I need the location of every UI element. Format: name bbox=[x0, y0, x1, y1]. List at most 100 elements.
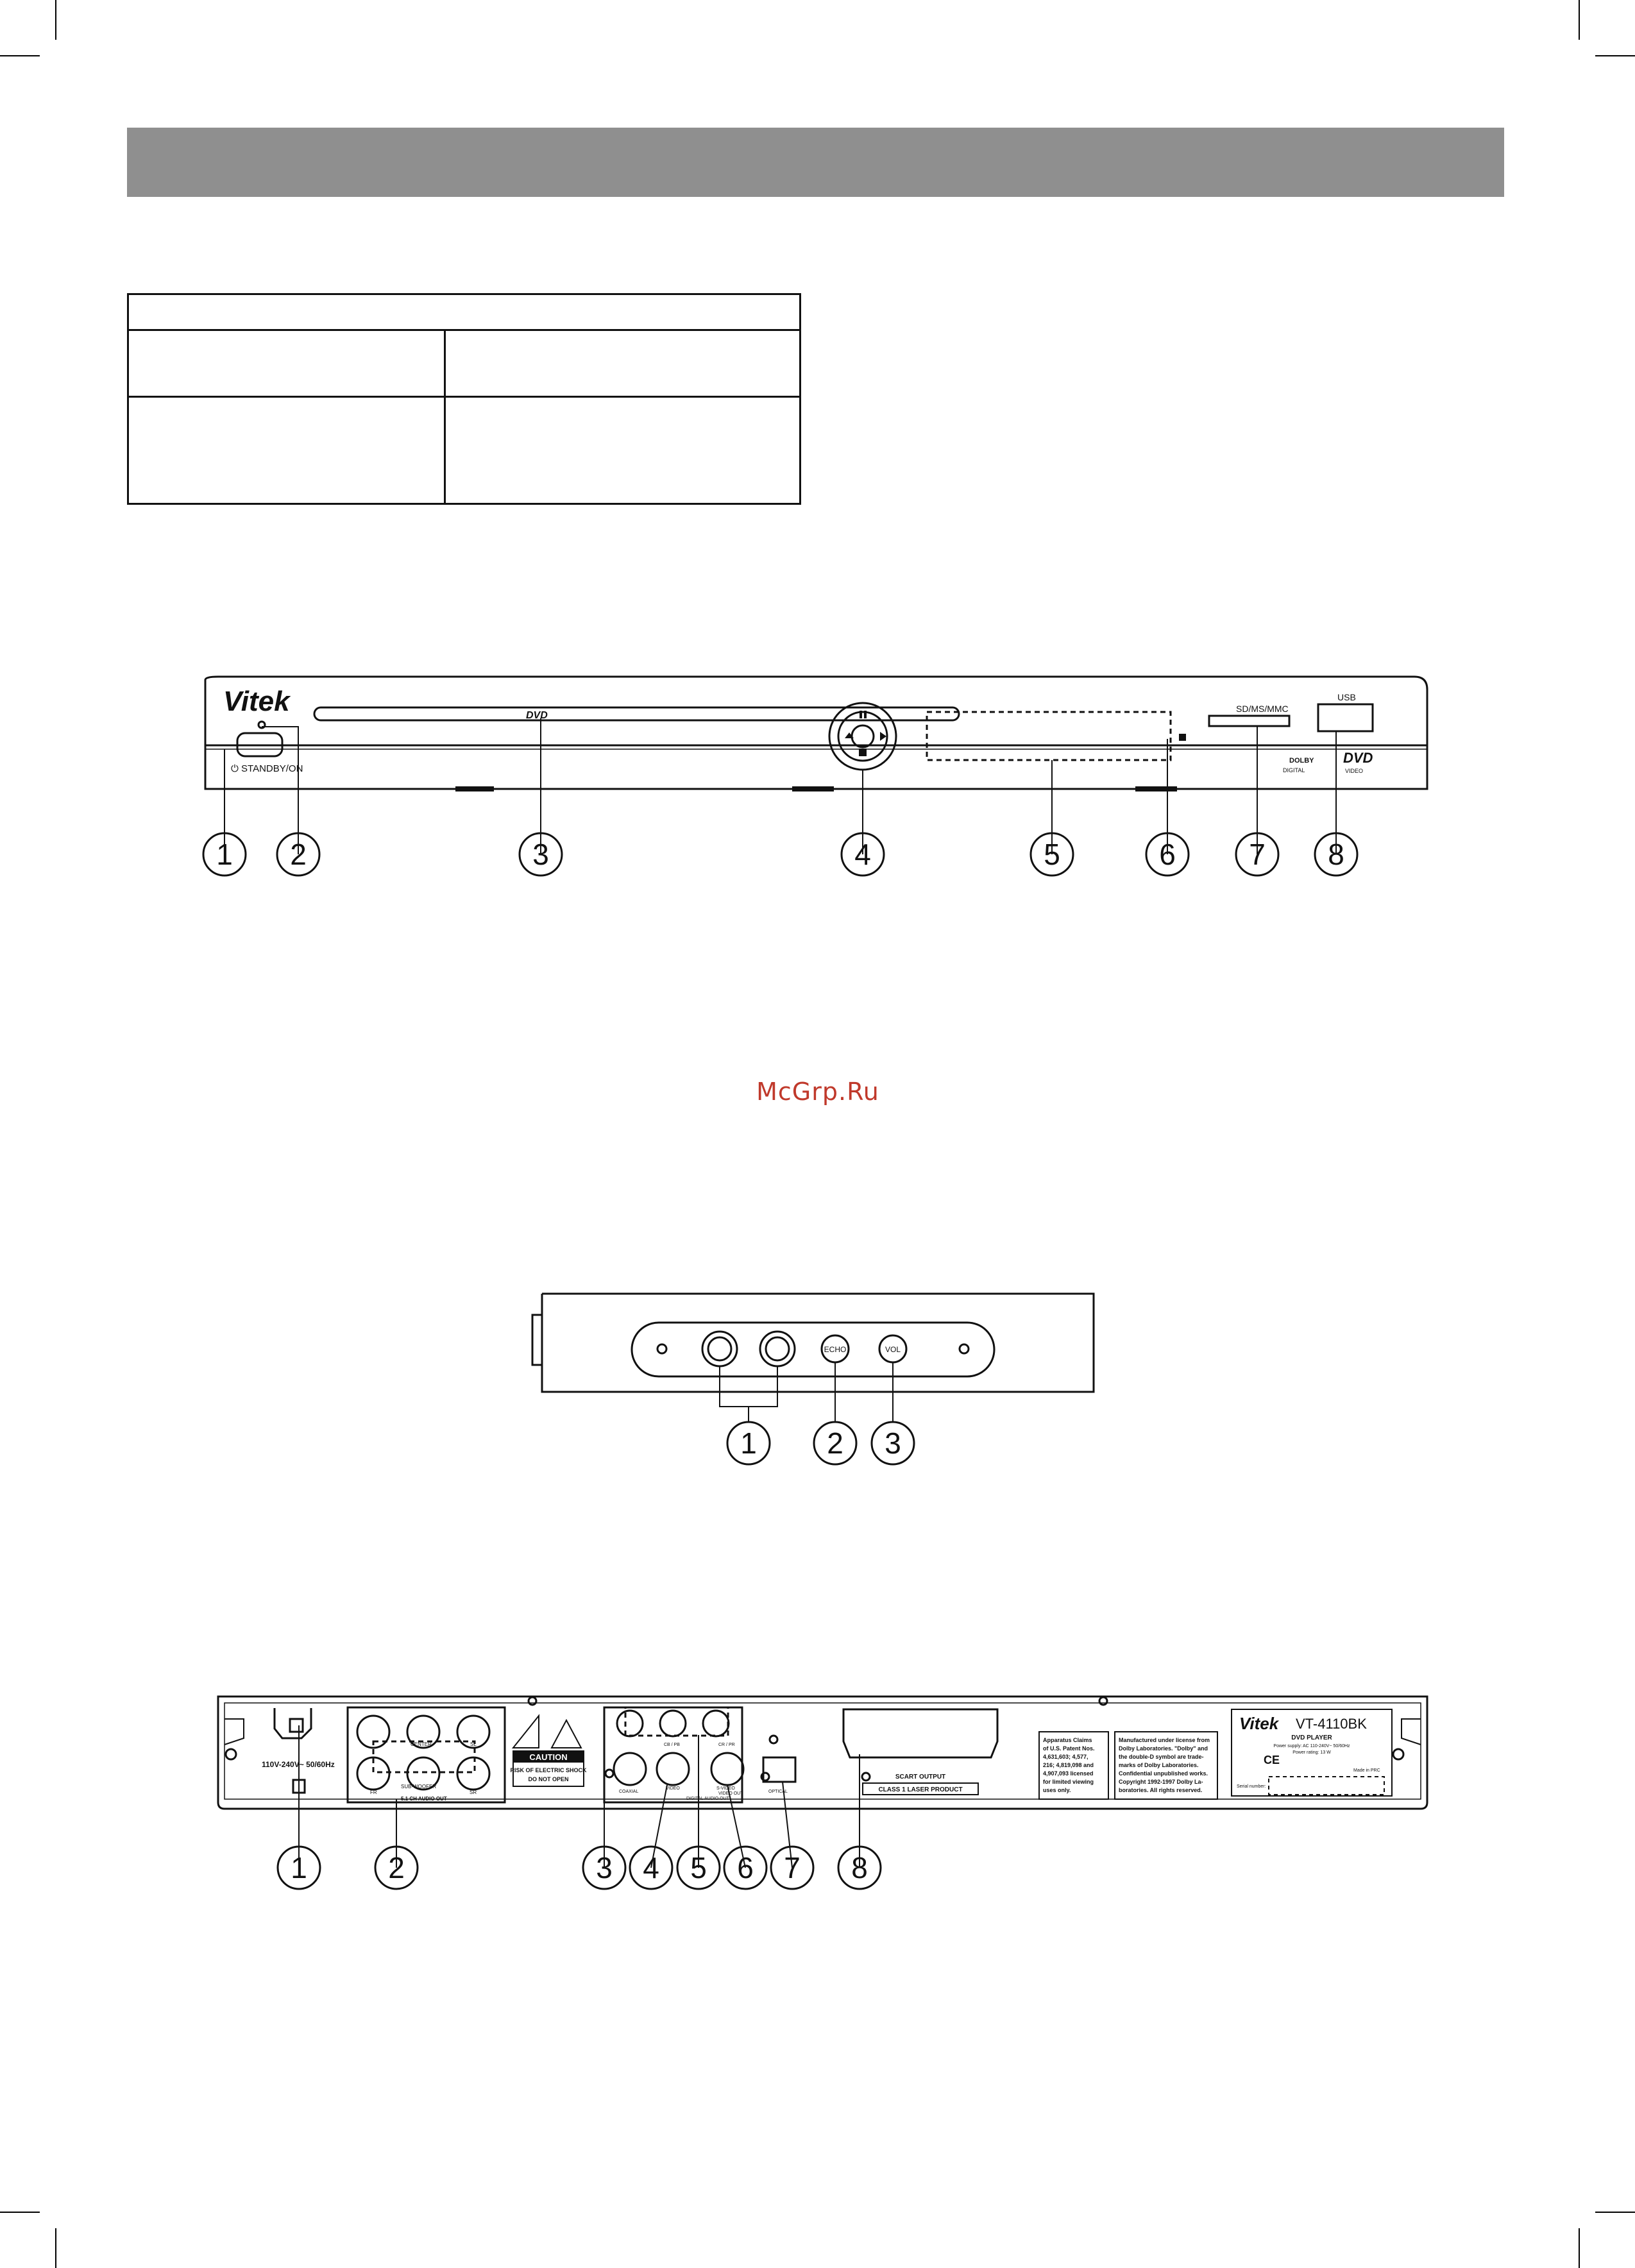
fr-label: FR bbox=[370, 1790, 377, 1795]
serial-label: Serial number: bbox=[1237, 1784, 1266, 1789]
dolby-text-line: Confidential unpublished works. bbox=[1119, 1770, 1208, 1777]
dolby-text-line: marks of Dolby Laboratories. bbox=[1119, 1762, 1199, 1768]
dolby-logo: DOLBY bbox=[1289, 757, 1314, 765]
dolby-text-line: Dolby Laboratories. "Dolby" and bbox=[1119, 1745, 1208, 1752]
callout-number: 4 bbox=[854, 838, 871, 871]
subwoofer-label: SUB-WOOFER bbox=[401, 1784, 436, 1790]
spec-table-cell bbox=[127, 396, 446, 505]
spec-table-cell bbox=[444, 329, 801, 398]
video-jack[interactable] bbox=[656, 1752, 690, 1786]
rear-brand-logo: Vitek bbox=[1239, 1714, 1280, 1733]
scart-label: SCART OUTPUT bbox=[895, 1773, 945, 1781]
rear-panel-body bbox=[217, 1695, 1428, 1810]
spec-table-header-cell bbox=[127, 293, 801, 331]
callout-number: 7 bbox=[1249, 838, 1266, 871]
callout-number: 4 bbox=[643, 1851, 659, 1884]
spec-table bbox=[127, 293, 801, 505]
digital-audio-out-label: DIGITAL AUDIO OUT bbox=[686, 1797, 730, 1801]
dvd-video-sub: VIDEO bbox=[1345, 768, 1363, 774]
sr-label: SR bbox=[470, 1790, 477, 1795]
callout-number: 8 bbox=[1328, 838, 1344, 871]
sl-label: SL bbox=[470, 1741, 477, 1747]
tray-dvd-label: DVD bbox=[526, 710, 548, 721]
echo-label: ECHO bbox=[824, 1345, 847, 1354]
card-slot[interactable] bbox=[1208, 715, 1291, 727]
standby-label: ⏻ STANDBY/ON bbox=[231, 763, 303, 774]
callout-number: 6 bbox=[1159, 838, 1176, 871]
patent-text-line: 4,631,603; 4,577, bbox=[1043, 1754, 1089, 1760]
dolby-text-line: Manufactured under license from bbox=[1119, 1737, 1210, 1743]
usb-label: USB bbox=[1337, 692, 1356, 702]
pause-icon bbox=[860, 711, 862, 718]
callout-number: 8 bbox=[851, 1851, 868, 1884]
watermark: McGrp.Ru bbox=[756, 1078, 879, 1106]
patent-text-line: 216; 4,819,098 and bbox=[1043, 1762, 1094, 1768]
crop-mark bbox=[0, 55, 40, 56]
display-window bbox=[926, 711, 1172, 761]
product-label: DVD PLAYER bbox=[1291, 1734, 1332, 1741]
patent-text-line: of U.S. Patent Nos. bbox=[1043, 1745, 1095, 1752]
callout-number: 3 bbox=[532, 838, 549, 871]
crop-mark bbox=[1579, 2228, 1580, 2268]
callout-number: 3 bbox=[596, 1851, 613, 1884]
spec-table-cell bbox=[127, 329, 446, 398]
svideo-jack[interactable] bbox=[710, 1752, 745, 1786]
coaxial-label: COAXIAL bbox=[619, 1790, 638, 1794]
power-button[interactable] bbox=[236, 732, 284, 757]
vol-label: VOL bbox=[885, 1345, 901, 1354]
crop-mark bbox=[1595, 55, 1635, 56]
rear-panel-diagram: 110V-240V~ 50/60Hz CENTER SL FR SUB-WOOF… bbox=[217, 1695, 1428, 1890]
center-label: CENTER bbox=[411, 1741, 432, 1747]
section-header-bar bbox=[127, 128, 1504, 197]
dolby-text-line: the double-D symbol are trade- bbox=[1119, 1754, 1204, 1760]
crop-mark bbox=[55, 0, 56, 40]
usb-port[interactable] bbox=[1317, 703, 1374, 732]
disc-tray bbox=[313, 706, 960, 722]
callout-number: 1 bbox=[740, 1426, 757, 1460]
patent-text-line: Apparatus Claims bbox=[1043, 1737, 1092, 1743]
caution-line1: RISK OF ELECTRIC SHOCK bbox=[510, 1767, 587, 1773]
audio-out-label: 5.1 CH AUDIO OUT bbox=[401, 1796, 447, 1802]
callout-number: 3 bbox=[885, 1426, 901, 1460]
crop-mark bbox=[55, 2228, 56, 2268]
patent-text-line: 4,907,093 licensed bbox=[1043, 1770, 1094, 1777]
callout-number: 5 bbox=[1044, 838, 1060, 871]
ce-mark: CE bbox=[1264, 1754, 1280, 1766]
callout-number: 2 bbox=[290, 838, 307, 871]
crop-mark bbox=[1595, 2212, 1635, 2213]
spec-table-cell bbox=[444, 396, 801, 505]
optical-port[interactable] bbox=[762, 1756, 797, 1783]
callout-number: 7 bbox=[784, 1851, 801, 1884]
side-panel-diagram: ECHO VOL 1 2 3 bbox=[531, 1292, 1095, 1466]
crop-mark bbox=[0, 2212, 40, 2213]
side-panel-plate bbox=[631, 1321, 995, 1378]
callout-number: 1 bbox=[291, 1851, 307, 1884]
video-label: VIDEO bbox=[666, 1786, 680, 1791]
scart-connector[interactable] bbox=[842, 1708, 999, 1759]
dolby-text-line: Copyright 1992-1997 Dolby La- bbox=[1119, 1779, 1203, 1785]
cr-pr-label: CR / PR bbox=[718, 1743, 735, 1747]
coaxial-jack[interactable] bbox=[613, 1752, 647, 1786]
laser-label: CLASS 1 LASER PRODUCT bbox=[878, 1786, 962, 1793]
card-slot-label: SD/MS/MMC bbox=[1236, 704, 1289, 714]
callout-number: 2 bbox=[388, 1851, 405, 1884]
video-out-label: VIDEO OUT bbox=[718, 1791, 743, 1796]
power-inlet bbox=[273, 1708, 312, 1739]
svideo-label: S-VIDEO bbox=[716, 1786, 735, 1791]
power-supply-label: Power supply: AC 110-240V~ 50/60Hz bbox=[1273, 1744, 1350, 1748]
caution-title: CAUTION bbox=[529, 1752, 567, 1762]
made-in-label: Made in PRC bbox=[1353, 1768, 1380, 1773]
callout-number: 6 bbox=[737, 1851, 754, 1884]
dvd-video-logo: DVD bbox=[1343, 750, 1373, 766]
front-panel-body bbox=[204, 675, 1428, 790]
optical-label: OPTICAL bbox=[768, 1790, 788, 1794]
play-control-button[interactable] bbox=[851, 724, 875, 749]
eject-icon bbox=[845, 732, 854, 738]
crop-mark bbox=[1579, 0, 1580, 40]
ir-sensor-icon bbox=[1179, 734, 1186, 741]
power-spec-label: 110V-240V~ 50/60Hz bbox=[262, 1760, 335, 1769]
model-label: VT-4110BK bbox=[1296, 1716, 1367, 1732]
laser-label-box bbox=[862, 1782, 979, 1795]
cb-pb-label: CB / PB bbox=[664, 1743, 680, 1747]
callout-number: 2 bbox=[827, 1426, 843, 1460]
